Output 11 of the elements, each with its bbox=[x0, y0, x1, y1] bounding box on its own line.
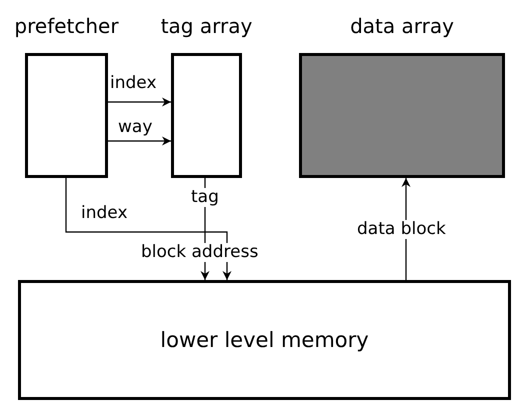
box-heading: data array bbox=[350, 14, 454, 38]
arrow bbox=[108, 98, 171, 106]
edge-label: tag bbox=[190, 188, 220, 207]
box-heading: tag array bbox=[160, 14, 252, 38]
arrow bbox=[108, 136, 171, 146]
memory-box bbox=[18, 280, 511, 400]
box-heading: prefetcher bbox=[14, 14, 119, 38]
edge-label: data block bbox=[356, 220, 447, 239]
box-label: lower level memory bbox=[159, 328, 370, 352]
arrow bbox=[65, 178, 232, 280]
signal-label: block address bbox=[140, 243, 260, 262]
